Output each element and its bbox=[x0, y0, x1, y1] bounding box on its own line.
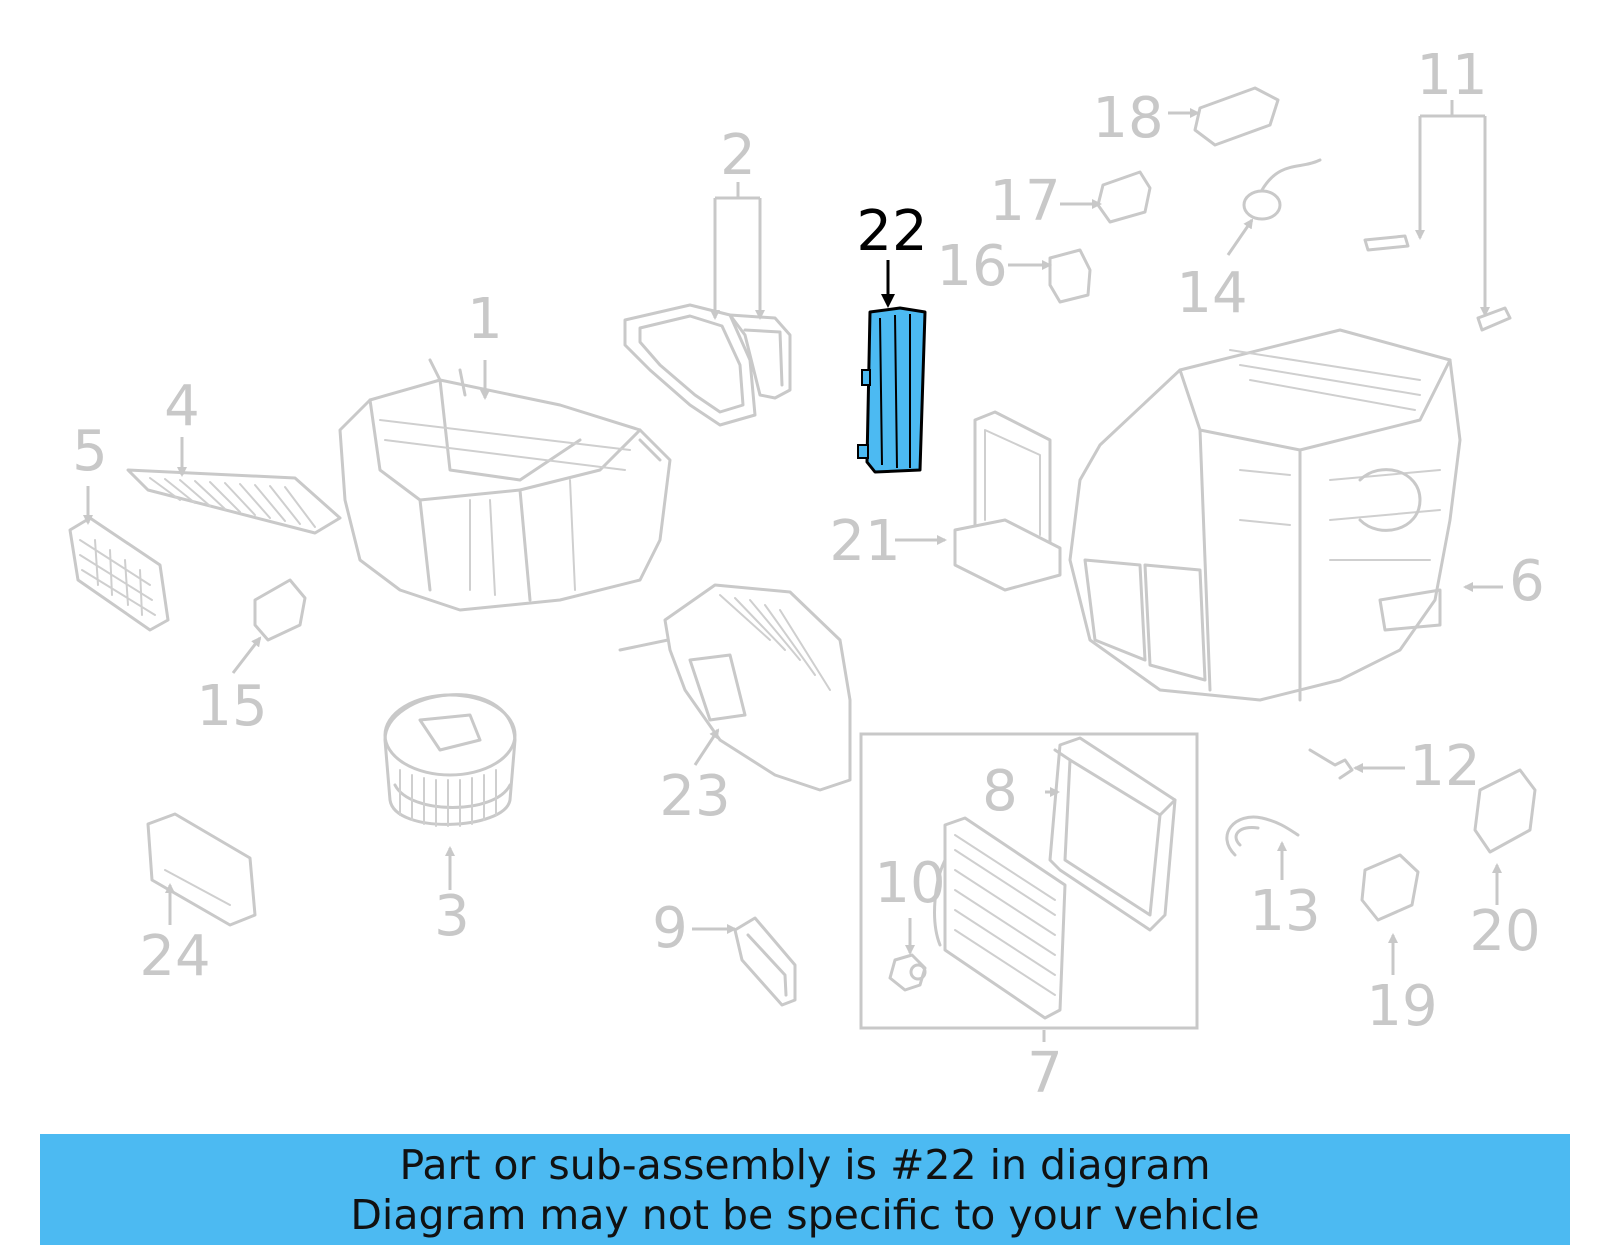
part-label-11: 11 bbox=[1416, 43, 1487, 108]
part-label-14: 14 bbox=[1176, 261, 1247, 326]
banner-line-part-number: Part or sub-assembly is #22 in diagram bbox=[399, 1141, 1211, 1189]
part-17-actuator[interactable] bbox=[1096, 170, 1152, 224]
part-label-19: 19 bbox=[1366, 974, 1437, 1039]
part-13-drain-hose[interactable] bbox=[1225, 815, 1300, 857]
part-14-cable-actuator[interactable] bbox=[1242, 158, 1322, 221]
part-label-20: 20 bbox=[1469, 899, 1540, 964]
part-12-sensor[interactable] bbox=[1308, 748, 1354, 780]
part-label-13: 13 bbox=[1249, 879, 1320, 944]
part-24-control-module[interactable] bbox=[146, 812, 257, 927]
part-3-blower-motor[interactable] bbox=[383, 693, 517, 827]
part-22-highlighted-part[interactable] bbox=[857, 306, 927, 474]
part-16-actuator[interactable] bbox=[1048, 248, 1092, 304]
part-label-7: 7 bbox=[1027, 1041, 1063, 1106]
part-21-blower-resistor[interactable] bbox=[953, 410, 1062, 592]
part-label-23: 23 bbox=[659, 764, 730, 829]
part-6-hvac-case[interactable] bbox=[1068, 328, 1462, 702]
banner-line-disclaimer: Diagram may not be specific to your vehi… bbox=[350, 1191, 1260, 1239]
part-2-seals[interactable] bbox=[623, 303, 792, 427]
part-9-seal[interactable] bbox=[733, 916, 797, 1007]
part-20-actuator[interactable] bbox=[1473, 768, 1537, 854]
part-label-15: 15 bbox=[196, 674, 267, 739]
part-label-4: 4 bbox=[164, 374, 200, 439]
part-1-blower-housing[interactable] bbox=[338, 358, 672, 612]
part-label-18: 18 bbox=[1092, 86, 1163, 151]
part-label-12: 12 bbox=[1409, 734, 1480, 799]
part-4-cabin-filter[interactable] bbox=[126, 468, 342, 535]
part-11-sensors[interactable] bbox=[1363, 234, 1512, 332]
part-label-2: 2 bbox=[720, 123, 756, 188]
part-label-3: 3 bbox=[434, 884, 470, 949]
part-label-1: 1 bbox=[467, 287, 503, 352]
part-7-evaporator-group-box[interactable] bbox=[859, 732, 1199, 1042]
part-8-evaporator-core[interactable] bbox=[1048, 736, 1177, 932]
part-label-10: 10 bbox=[874, 851, 945, 916]
part-label-5: 5 bbox=[72, 419, 108, 484]
part-label-21: 21 bbox=[829, 509, 900, 574]
caption-banner: Part or sub-assembly is #22 in diagram D… bbox=[40, 1134, 1570, 1245]
part-label-24: 24 bbox=[139, 924, 210, 989]
part-label-16: 16 bbox=[936, 234, 1007, 299]
part-label-17: 17 bbox=[989, 169, 1060, 234]
leader-lines bbox=[83, 100, 1503, 975]
part-18-actuator[interactable] bbox=[1193, 86, 1280, 147]
part-label-8: 8 bbox=[982, 759, 1018, 824]
part-10-expansion-valve[interactable] bbox=[888, 953, 927, 992]
part-23-housing-half[interactable] bbox=[618, 583, 852, 792]
part-heater-core[interactable] bbox=[933, 816, 1067, 1020]
part-15-actuator[interactable] bbox=[253, 578, 307, 642]
part-label-22: 22 bbox=[856, 199, 927, 264]
part-label-9: 9 bbox=[652, 896, 688, 961]
part-19-actuator[interactable] bbox=[1360, 853, 1420, 922]
part-label-6: 6 bbox=[1509, 549, 1545, 614]
part-5-filter-cover[interactable] bbox=[68, 516, 170, 632]
